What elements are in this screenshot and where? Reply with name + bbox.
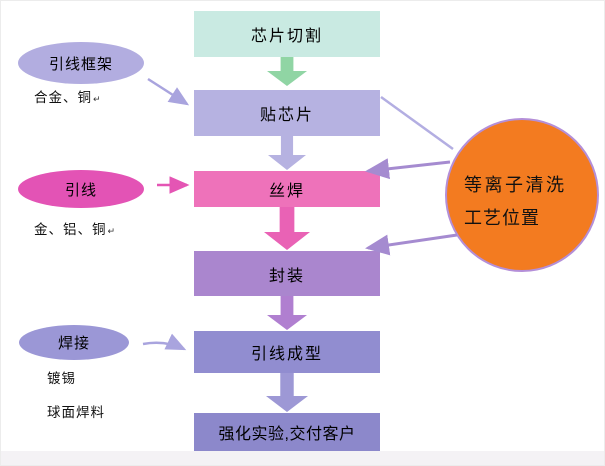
flow-arrow-down-3 [264, 207, 310, 250]
flow-arrow-down-4 [267, 296, 307, 330]
return-mark-icon: ↵ [93, 94, 102, 104]
step-die-attach: 贴芯片 [194, 90, 380, 136]
ellipse-label: 引线 [64, 181, 97, 199]
callout-line1: 等离子清洗 [464, 174, 567, 195]
ellipse-soldering: 焊接 [19, 325, 129, 360]
step-label: 芯片切割 [250, 28, 323, 45]
page-edge-strip [1, 451, 604, 465]
callout-plasma-cleaning: 等离子清洗 工艺位置 [445, 118, 599, 272]
step-molding: 封装 [194, 251, 380, 296]
note-ball-solder: 球面焊料 [47, 405, 105, 420]
ellipse-wire: 引线 [18, 170, 144, 208]
step-chip-cutting: 芯片切割 [194, 11, 380, 57]
note-gold-aluminum-copper: 金、铝、铜↵ [34, 222, 117, 237]
ellipse-lead-frame: 引线框架 [18, 42, 144, 84]
callout-line2: 工艺位置 [464, 208, 540, 228]
ellipse-label: 引线框架 [48, 55, 113, 73]
note-tin-plating: 镀锡 [47, 371, 76, 386]
flow-arrow-down-5 [266, 373, 308, 412]
step-final-test-delivery: 强化实验,交付客户 [194, 413, 380, 451]
arrow-callout-to-wirebond [365, 158, 451, 180]
step-label: 强化实验,交付客户 [218, 426, 356, 443]
step-label: 封装 [268, 267, 305, 285]
arrow-callout-to-molding [365, 233, 458, 256]
ellipse-label: 焊接 [57, 335, 90, 352]
step-label: 贴芯片 [259, 107, 314, 124]
arrow-leadframe-to-dieattach [147, 77, 190, 106]
line-dieattach-to-callout [380, 95, 454, 151]
step-lead-forming: 引线成型 [194, 331, 380, 373]
return-mark-icon: ↵ [107, 226, 117, 236]
step-wire-bonding: 丝焊 [194, 171, 380, 207]
note-alloy-copper: 合金、铜↵ [34, 90, 102, 105]
step-label: 丝焊 [268, 183, 305, 200]
arrow-solder-to-leadform [142, 333, 187, 351]
flow-arrow-down-2 [268, 136, 306, 170]
step-label: 引线成型 [250, 346, 323, 363]
flow-arrow-down-1 [267, 57, 307, 86]
